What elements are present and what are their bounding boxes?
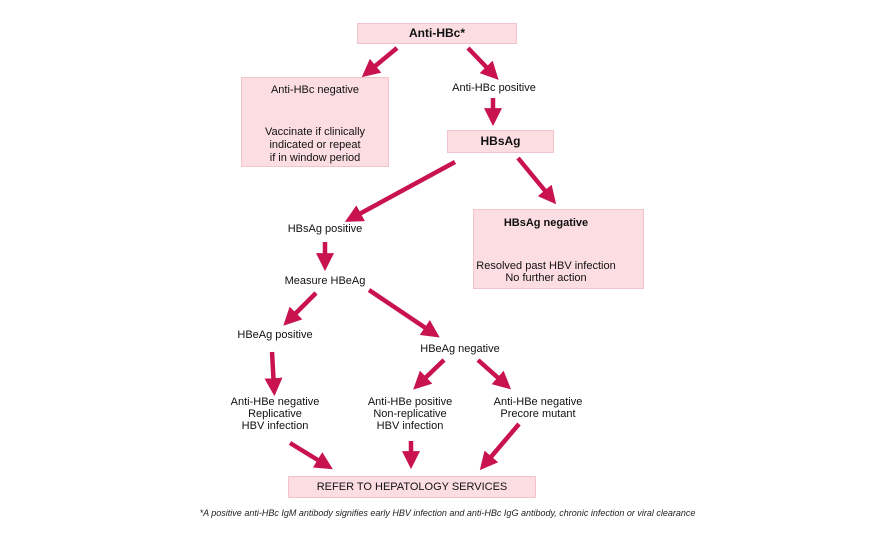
replicative-line-1: Anti-HBe negative xyxy=(230,396,320,408)
vaccinate-line-1: Vaccinate if clinically xyxy=(264,126,366,138)
vaccinate-line-3: if in window period xyxy=(269,152,361,164)
precore-line-1: Anti-HBe negative xyxy=(493,396,583,408)
arrow-to-hbsag-negative xyxy=(516,156,557,205)
measure-hbeag-label: Measure HBeAg xyxy=(284,275,366,287)
arrow-to-non-replicative xyxy=(413,358,446,390)
arrow-to-hbeag-positive xyxy=(283,291,318,326)
replicative-line-2: Replicative xyxy=(248,408,302,420)
arrow-to-anti-hbc-positive xyxy=(466,46,499,80)
anti-hbc-box xyxy=(357,23,517,44)
anti-hbc-negative-box xyxy=(241,77,389,167)
precore-line-2: Precore mutant xyxy=(500,408,576,420)
non-replicative-line-1: Anti-HBe positive xyxy=(367,396,453,408)
hbsag-negative-label: HBsAg negative xyxy=(503,217,589,229)
footnote: *A positive anti-HBc IgM antibody signif… xyxy=(199,508,696,518)
hbeag-positive-label: HBeAg positive xyxy=(237,329,313,341)
anti-hbc-label: Anti-HBc* xyxy=(409,26,465,40)
anti-hbc-negative-label: Anti-HBc negative xyxy=(270,84,360,96)
replicative-line-3: HBV infection xyxy=(241,420,309,432)
hbsag-negative-box xyxy=(473,209,644,289)
vaccinate-line-2: indicated or repeat xyxy=(269,139,361,151)
anti-hbc-positive-label: Anti-HBc positive xyxy=(452,82,536,94)
arrow-to-precore xyxy=(476,358,512,390)
resolved-line-1: Resolved past HBV infection xyxy=(476,260,616,272)
hbeag-negative-label: HBeAg negative xyxy=(420,343,500,355)
arrow-refer-left xyxy=(288,441,333,470)
arrow-refer-right xyxy=(479,422,521,471)
refer-box xyxy=(288,476,536,498)
hbsag-box xyxy=(447,130,554,153)
hbsag-label: HBsAg xyxy=(480,134,521,148)
resolved-line-2: No further action xyxy=(505,272,587,284)
non-replicative-line-3: HBV infection xyxy=(376,420,444,432)
arrow-to-hbeag-negative xyxy=(367,288,440,338)
hbsag-positive-label: HBsAg positive xyxy=(287,223,363,235)
arrow-to-replicative xyxy=(264,351,283,397)
non-replicative-line-2: Non-replicative xyxy=(373,408,447,420)
arrow-to-anti-hbc-negative xyxy=(361,46,399,78)
refer-label: REFER TO HEPATOLOGY SERVICES xyxy=(316,481,508,493)
arrow-to-hbsag-positive xyxy=(344,160,457,222)
